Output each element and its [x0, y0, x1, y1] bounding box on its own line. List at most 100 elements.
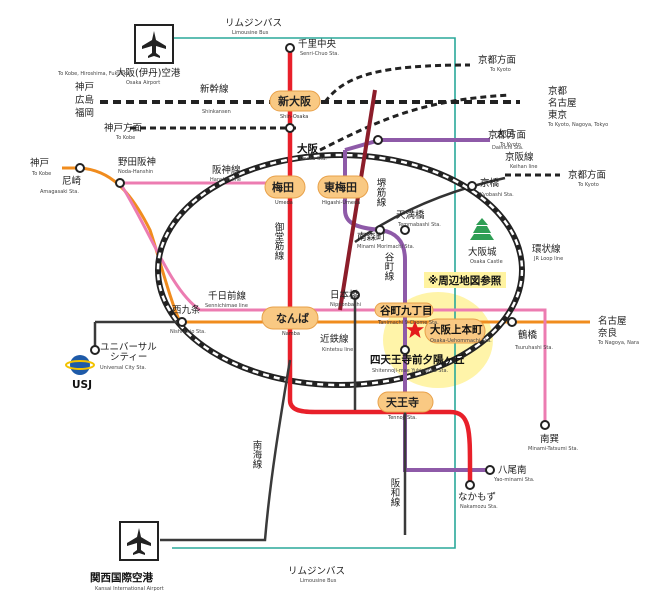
hub-pills — [261, 90, 486, 413]
shitennoji-label: 四天王寺前夕陽ヶ丘 — [370, 353, 465, 366]
kintetsu-line-label: 近鉄線 — [320, 333, 349, 345]
shinkansen-west-3: 福岡 — [75, 107, 94, 119]
nishikujo-en: Nishi-kujo Sta. — [170, 329, 206, 335]
keihan-line-en: Keihan line — [510, 164, 538, 170]
tenmabashi-en: Temmabashi Sta. — [397, 222, 441, 228]
bus-bottom-en: Limousine Bus — [300, 578, 337, 584]
bus-top-en: Limousine Bus — [232, 30, 269, 36]
airplane-icon — [127, 528, 151, 555]
sakaisuji-line — [338, 89, 377, 311]
yaominami-label: 八尾南 — [498, 464, 527, 476]
usj-en: Universal City Sta. — [100, 365, 147, 371]
nipponbashi-label: 日本橋 — [330, 289, 359, 301]
nipponbashi-en: Nipponbashi — [330, 302, 361, 308]
kyobashi-label: 京橋 — [480, 177, 500, 189]
to-kyoto-en-3: To Kyoto — [577, 182, 599, 188]
shin-osaka-en: Shin-Osaka — [280, 114, 308, 120]
to-kyoto-label-1: 京都方面 — [478, 54, 516, 66]
umeda-label: 梅田 — [272, 180, 294, 194]
umeda-en: Umeda — [275, 200, 293, 206]
tsuruhashi-en: Tsuruhashi Sta. — [514, 345, 553, 351]
keihan-line — [354, 176, 506, 244]
tennoji-label: 天王寺 — [386, 395, 419, 409]
midosuji-line-label: 御堂筋線 — [273, 221, 285, 260]
yaominami-en: Yao-minami Sta. — [493, 477, 535, 483]
to-kyoto-en-1: To Kyoto — [489, 67, 511, 73]
jr-loop-label: 環状線 — [532, 243, 561, 255]
to-kyoto-label-3: 京都方面 — [568, 169, 606, 181]
itami-airport-en: Osaka Airport — [126, 80, 160, 86]
see-map-box — [424, 272, 506, 288]
kintetsu-line-en: Kintetsu line — [322, 347, 353, 353]
hanshin-line-en: Hanshin line — [210, 177, 241, 183]
minamimorimachi-label: 南森町 — [357, 231, 386, 243]
tsuruhashi-label: 鶴橋 — [518, 329, 538, 341]
tennoji-en: Tennoji Sta. — [387, 415, 417, 421]
bus-top-label: リムジンバス — [225, 18, 282, 29]
amagasaki-en: Amagasaki Sta. — [40, 189, 79, 195]
station-dots — [75, 43, 550, 490]
nakamozu-label: なかもず — [458, 492, 496, 503]
sennichimae-line-label: 千日前線 — [208, 290, 247, 302]
tenmabashi-label: 天満橋 — [396, 209, 425, 221]
kobe-west-en: To Kobe — [31, 171, 51, 177]
usj-label-2: シティー — [110, 352, 147, 363]
shinkansen-west-2: 広島 — [75, 94, 94, 106]
shinkansen-east-1: 京都 — [548, 85, 568, 97]
limousine-bus-routes — [172, 37, 456, 549]
minami-tatsumi-en: Minami-Tatsumi Sta. — [528, 446, 579, 452]
to-nagoya-en: To Nagoya, Nara — [597, 340, 639, 346]
keihan-line-label: 京阪線 — [505, 151, 534, 163]
to-kyoto-label-2: 京都方面 — [488, 129, 526, 141]
noda-hanshin-label: 野田阪神 — [118, 156, 156, 168]
higashi-umeda-label: 東梅田 — [324, 180, 357, 194]
shinkansen-label: 新幹線 — [200, 83, 229, 95]
hanshin-line-label: 阪神線 — [212, 164, 241, 176]
osaka-castle-icon — [470, 218, 494, 240]
uehonmachi-en: Osaka-Uehommachi Sta. — [430, 338, 492, 344]
to-nagoya-1: 名古屋 — [598, 315, 627, 327]
higashi-umeda-en: Higashi-Umeda — [322, 200, 360, 206]
orange-rail-line — [62, 166, 590, 324]
tanimachi-line-label: 谷町線 — [383, 252, 395, 281]
osaka-sta-label: 大阪 — [297, 142, 318, 155]
nishikujo-label: 西九条 — [172, 304, 201, 316]
shinkansen-east-en: To Kyoto, Nagoya, Tokyo — [547, 122, 608, 128]
nankai-line-label: 南海線 — [251, 439, 263, 468]
destination-star-icon — [406, 321, 424, 338]
senri-chuo-en: Senri-Chuo Sta. — [300, 51, 339, 57]
usj-globe-icon — [65, 355, 95, 375]
amagasaki-label: 尼崎 — [62, 175, 82, 187]
kobe-west-label: 神戸 — [30, 157, 49, 169]
to-nagoya-2: 奈良 — [598, 327, 618, 339]
minamimorimachi-en: Minami Morimachi Sta. — [357, 244, 415, 250]
noda-hanshin-en: Noda-Hanshin — [118, 169, 153, 175]
itami-airport-label: 大阪(伊丹)空港 — [116, 67, 181, 79]
midosuji-line — [287, 48, 473, 485]
jr-loop-en: JR Loop line — [533, 256, 563, 262]
kansai-airport-box — [119, 521, 159, 561]
osaka-castle-en: Osaka Castle — [470, 259, 503, 265]
kansai-airport-label: 関西国際空港 — [90, 571, 153, 584]
namba-label: なんば — [276, 311, 309, 325]
shinkansen-east-2: 名古屋 — [548, 97, 577, 109]
osaka-sta-en: Osaka Sta. — [300, 156, 327, 162]
tanimachi9-label: 谷町九丁目 — [380, 304, 433, 317]
kansai-airport-en: Kansai International Airport — [95, 586, 164, 592]
to-kobe-en-1: To Kobe — [115, 135, 135, 141]
sennichimae-line-en: Sennichimae line — [205, 303, 248, 309]
shinkansen-west-1: 神戸 — [75, 81, 94, 93]
shinkansen-en: Shinkansen — [202, 109, 231, 115]
senri-chuo-label: 千里中央 — [298, 38, 337, 50]
minami-tatsumi-label: 南巽 — [540, 433, 559, 445]
jr-loop-line — [155, 152, 525, 388]
nakamozu-en: Nakamozu Sta. — [460, 504, 498, 510]
pink-rail-line — [118, 181, 547, 425]
tanimachi9-en: Tanimachi 9-Chome Sta. — [377, 320, 439, 326]
shinkansen-west-en: To Kobe, Hiroshima, Fukuoka — [57, 71, 129, 77]
kyobashi-en: Kyobashi Sta. — [480, 192, 514, 198]
jr-kyoto-kobe-lines — [130, 63, 560, 177]
hanwa-line-label: 阪和線 — [389, 478, 401, 507]
sakaisuji-line-label: 堺筋線 — [375, 177, 387, 206]
